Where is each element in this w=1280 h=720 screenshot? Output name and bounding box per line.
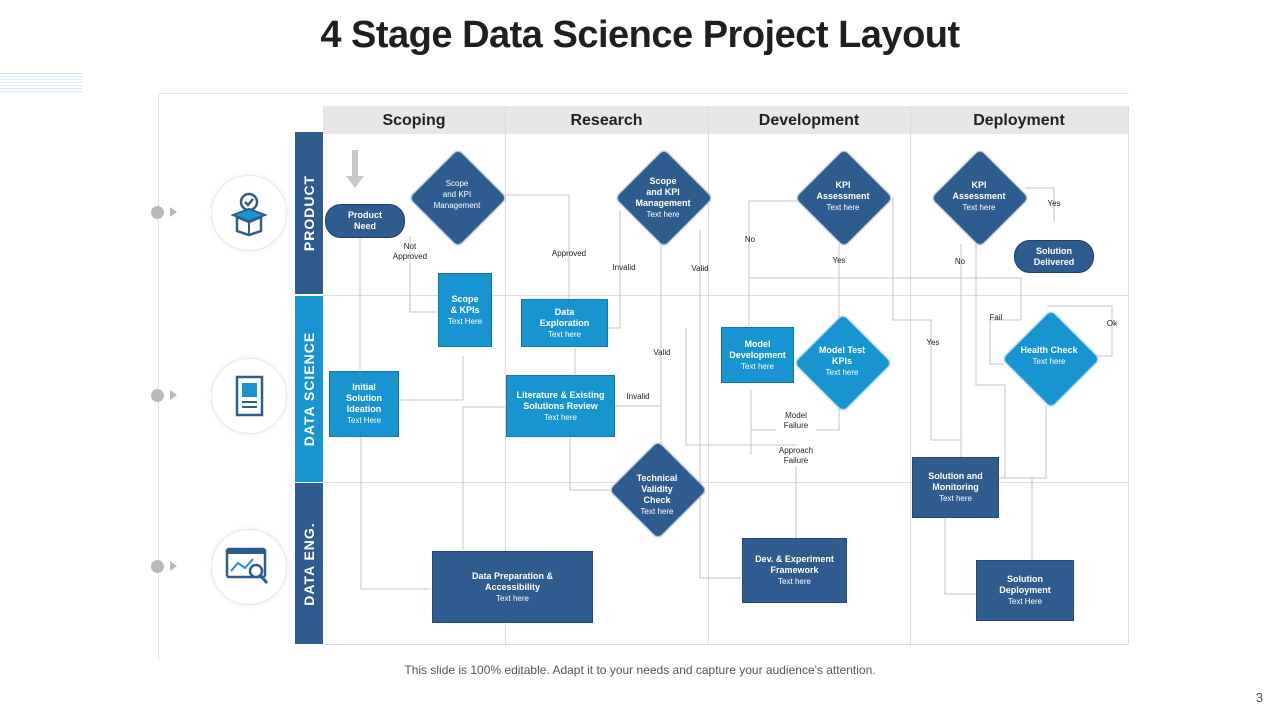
timeline-dot: [151, 206, 164, 219]
grid-line: [708, 106, 709, 644]
node-subtitle: Text Here: [346, 416, 382, 425]
edge-label-model-failure: Model Failure: [776, 411, 816, 431]
edge-label-invalid: Invalid: [612, 263, 636, 272]
node-title: Data Exploration: [539, 306, 590, 328]
node-kpi-assessment-2-text: KPI Assessment Text here: [934, 180, 1024, 213]
analytics-magnifier-icon: [211, 529, 287, 605]
node-title: KPI Assessment: [952, 180, 1006, 201]
edge-label-approach-failure: Approach Failure: [772, 446, 820, 466]
node-subtitle: Text Here: [447, 316, 483, 326]
node-subtitle: Text Here: [1007, 597, 1043, 606]
timeline-arrow: [170, 390, 177, 400]
node-model-test-kpis-text: Model Test KPIs Text here: [797, 345, 887, 378]
node-subtitle: Text here: [640, 507, 674, 516]
node-title: Scope and KPI Management: [635, 176, 691, 208]
grid-line: [910, 106, 911, 644]
node-title: Scope & KPIs: [450, 293, 480, 315]
node-subtitle: Text here: [778, 577, 811, 586]
report-chart-icon: [211, 358, 287, 434]
node-title: Solution Deployment: [999, 574, 1051, 595]
node-initial-solution-ideation: Initial Solution Ideation Text Here: [329, 371, 399, 437]
grid-line: [323, 644, 1128, 645]
node-subtitle: Text here: [962, 203, 996, 212]
grid-line: [505, 106, 506, 644]
node-scope-kpi-management-2-text: Scope and KPI Management Text here: [618, 176, 708, 220]
node-title: Initial Solution Ideation: [346, 382, 382, 414]
column-header-scoping: Scoping: [382, 112, 446, 129]
node-title: Technical Validity Check: [636, 473, 678, 505]
box-check-icon: [211, 175, 287, 251]
node-solution-monitoring: Solution and Monitoring Text here: [912, 457, 999, 518]
page-title: 4 Stage Data Science Project Layout: [320, 14, 960, 56]
edge-label-no: No: [954, 257, 966, 266]
node-subtitle: Text here: [496, 593, 529, 603]
node-subtitle: Text here: [741, 361, 774, 371]
node-subtitle: Text here: [1032, 357, 1066, 366]
timeline-dot: [151, 560, 164, 573]
node-literature-review: Literature & Existing Solutions Review T…: [506, 375, 615, 437]
node-title: Model Test KPIs: [818, 345, 866, 366]
node-dev-experiment-framework: Dev. & Experiment Framework Text here: [742, 538, 847, 603]
column-header-deployment: Deployment: [973, 112, 1065, 129]
footer-note: This slide is 100% editable. Adapt it to…: [404, 663, 876, 677]
node-technical-validity-check-text: Technical Validity Check Text here: [612, 473, 702, 517]
edge-label-yes: Yes: [832, 256, 846, 265]
node-subtitle: Text here: [825, 368, 859, 377]
grid-line: [323, 295, 1128, 296]
timeline-arrow: [170, 207, 177, 217]
node-title: Dev. & Experiment Framework: [755, 554, 834, 575]
start-arrow-icon: [346, 150, 364, 188]
column-header-development: Development: [758, 112, 860, 129]
diagram-frame: [158, 93, 1129, 660]
timeline-dot: [151, 389, 164, 402]
node-title: Model Development: [729, 338, 786, 360]
node-solution-delivered: Solution Delivered: [1014, 240, 1094, 273]
node-title: Solution Delivered: [1033, 245, 1075, 267]
node-scope-kpi-management-1-text: Scope and KPI Management: [412, 178, 502, 211]
column-header-bar: [323, 106, 1128, 134]
lane-data-science: DATA SCIENCE: [295, 296, 323, 482]
edge-label-no: No: [744, 235, 756, 244]
edge-label-fail: Fail: [989, 313, 1003, 322]
node-title: Product Need: [347, 210, 382, 231]
edge-label-valid: Valid: [653, 348, 671, 357]
node-title: Solution and Monitoring: [928, 471, 983, 492]
timeline-arrow: [170, 561, 177, 571]
lane-product: PRODUCT: [295, 132, 323, 294]
page-number: 3: [1255, 690, 1263, 705]
edge-label-yes: Yes: [926, 338, 940, 347]
node-product-need: Product Need: [325, 204, 405, 238]
node-subtitle: Text here: [548, 329, 581, 339]
column-header-research: Research: [570, 112, 643, 129]
decorative-stripes: [0, 73, 82, 93]
node-title: Data Preparation & Accessibility: [471, 570, 554, 592]
edge-label-not-approved: Not Approved: [392, 242, 428, 261]
node-data-preparation: Data Preparation & Accessibility Text he…: [432, 551, 593, 623]
lane-data-eng: DATA ENG.: [295, 483, 323, 644]
node-title: Scope and KPI Management: [433, 179, 481, 210]
grid-line: [1128, 106, 1129, 644]
edge-label-yes: Yes: [1047, 199, 1061, 208]
edge-label-invalid: Invalid: [626, 392, 650, 401]
edge-label-approved: Approved: [551, 249, 587, 258]
node-title: Health Check: [1020, 345, 1078, 355]
node-title: Literature & Existing Solutions Review: [516, 389, 605, 411]
node-data-exploration: Data Exploration Text here: [521, 299, 608, 347]
edge-label-valid: Valid: [691, 264, 709, 273]
edge-label-ok: Ok: [1106, 319, 1118, 328]
node-subtitle: Text here: [826, 203, 860, 212]
node-model-development: Model Development Text here: [721, 327, 794, 383]
node-solution-deployment: Solution Deployment Text Here: [976, 560, 1074, 621]
node-subtitle: Text here: [939, 494, 972, 503]
node-scope-kpis: Scope & KPIs Text Here: [438, 273, 492, 347]
node-health-check-text: Health Check Text here: [1004, 345, 1094, 367]
node-subtitle: Text here: [544, 412, 577, 422]
node-kpi-assessment-1-text: KPI Assessment Text here: [798, 180, 888, 213]
node-subtitle: Text here: [646, 210, 680, 219]
node-title: KPI Assessment: [816, 180, 870, 201]
grid-line: [323, 482, 1128, 483]
